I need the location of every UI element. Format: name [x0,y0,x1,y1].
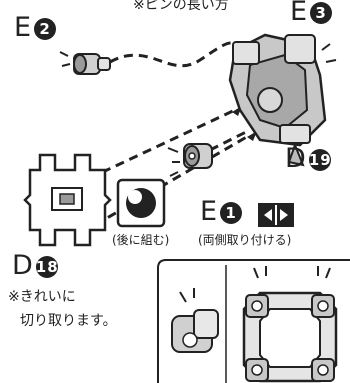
label-e3-letter: E [290,0,309,27]
part-e1 [183,143,213,169]
note-attach-both-sides: (両側取り付ける) [198,233,292,247]
label-d19-letter: D [285,143,307,174]
part-e2 [73,53,111,75]
part-body-e3 [228,33,327,167]
note-clean-cut-line2: 切り取ります。 [20,313,117,329]
part-d18 [23,153,112,247]
note-long-pin: ※ピンの長い方 [133,0,229,13]
label-d18-letter: D [12,250,34,281]
both-sides-icon [258,203,294,227]
part-ticks [59,43,337,177]
label-e2-number: 2 [34,17,57,40]
inset-panel [157,259,350,383]
arrow-e1-to-body [209,128,251,152]
label-d19-number: 19 [308,148,332,171]
inset-small-part [171,309,219,353]
emphasis-ticks [179,266,331,303]
label-d18-number: 18 [35,255,59,278]
label-e3-number: 3 [310,1,333,24]
label-e2-letter: E [14,12,33,43]
arrow-e2-to-body [109,41,241,68]
note-clean-cut-line1: ※きれいに [8,289,76,305]
note-assemble-later: (後に組む) [112,233,170,247]
inset-frame-part [242,291,338,383]
label-e1-number: 1 [220,201,243,224]
label-e1-letter: E [200,196,219,227]
assemble-later-icon [116,178,166,228]
